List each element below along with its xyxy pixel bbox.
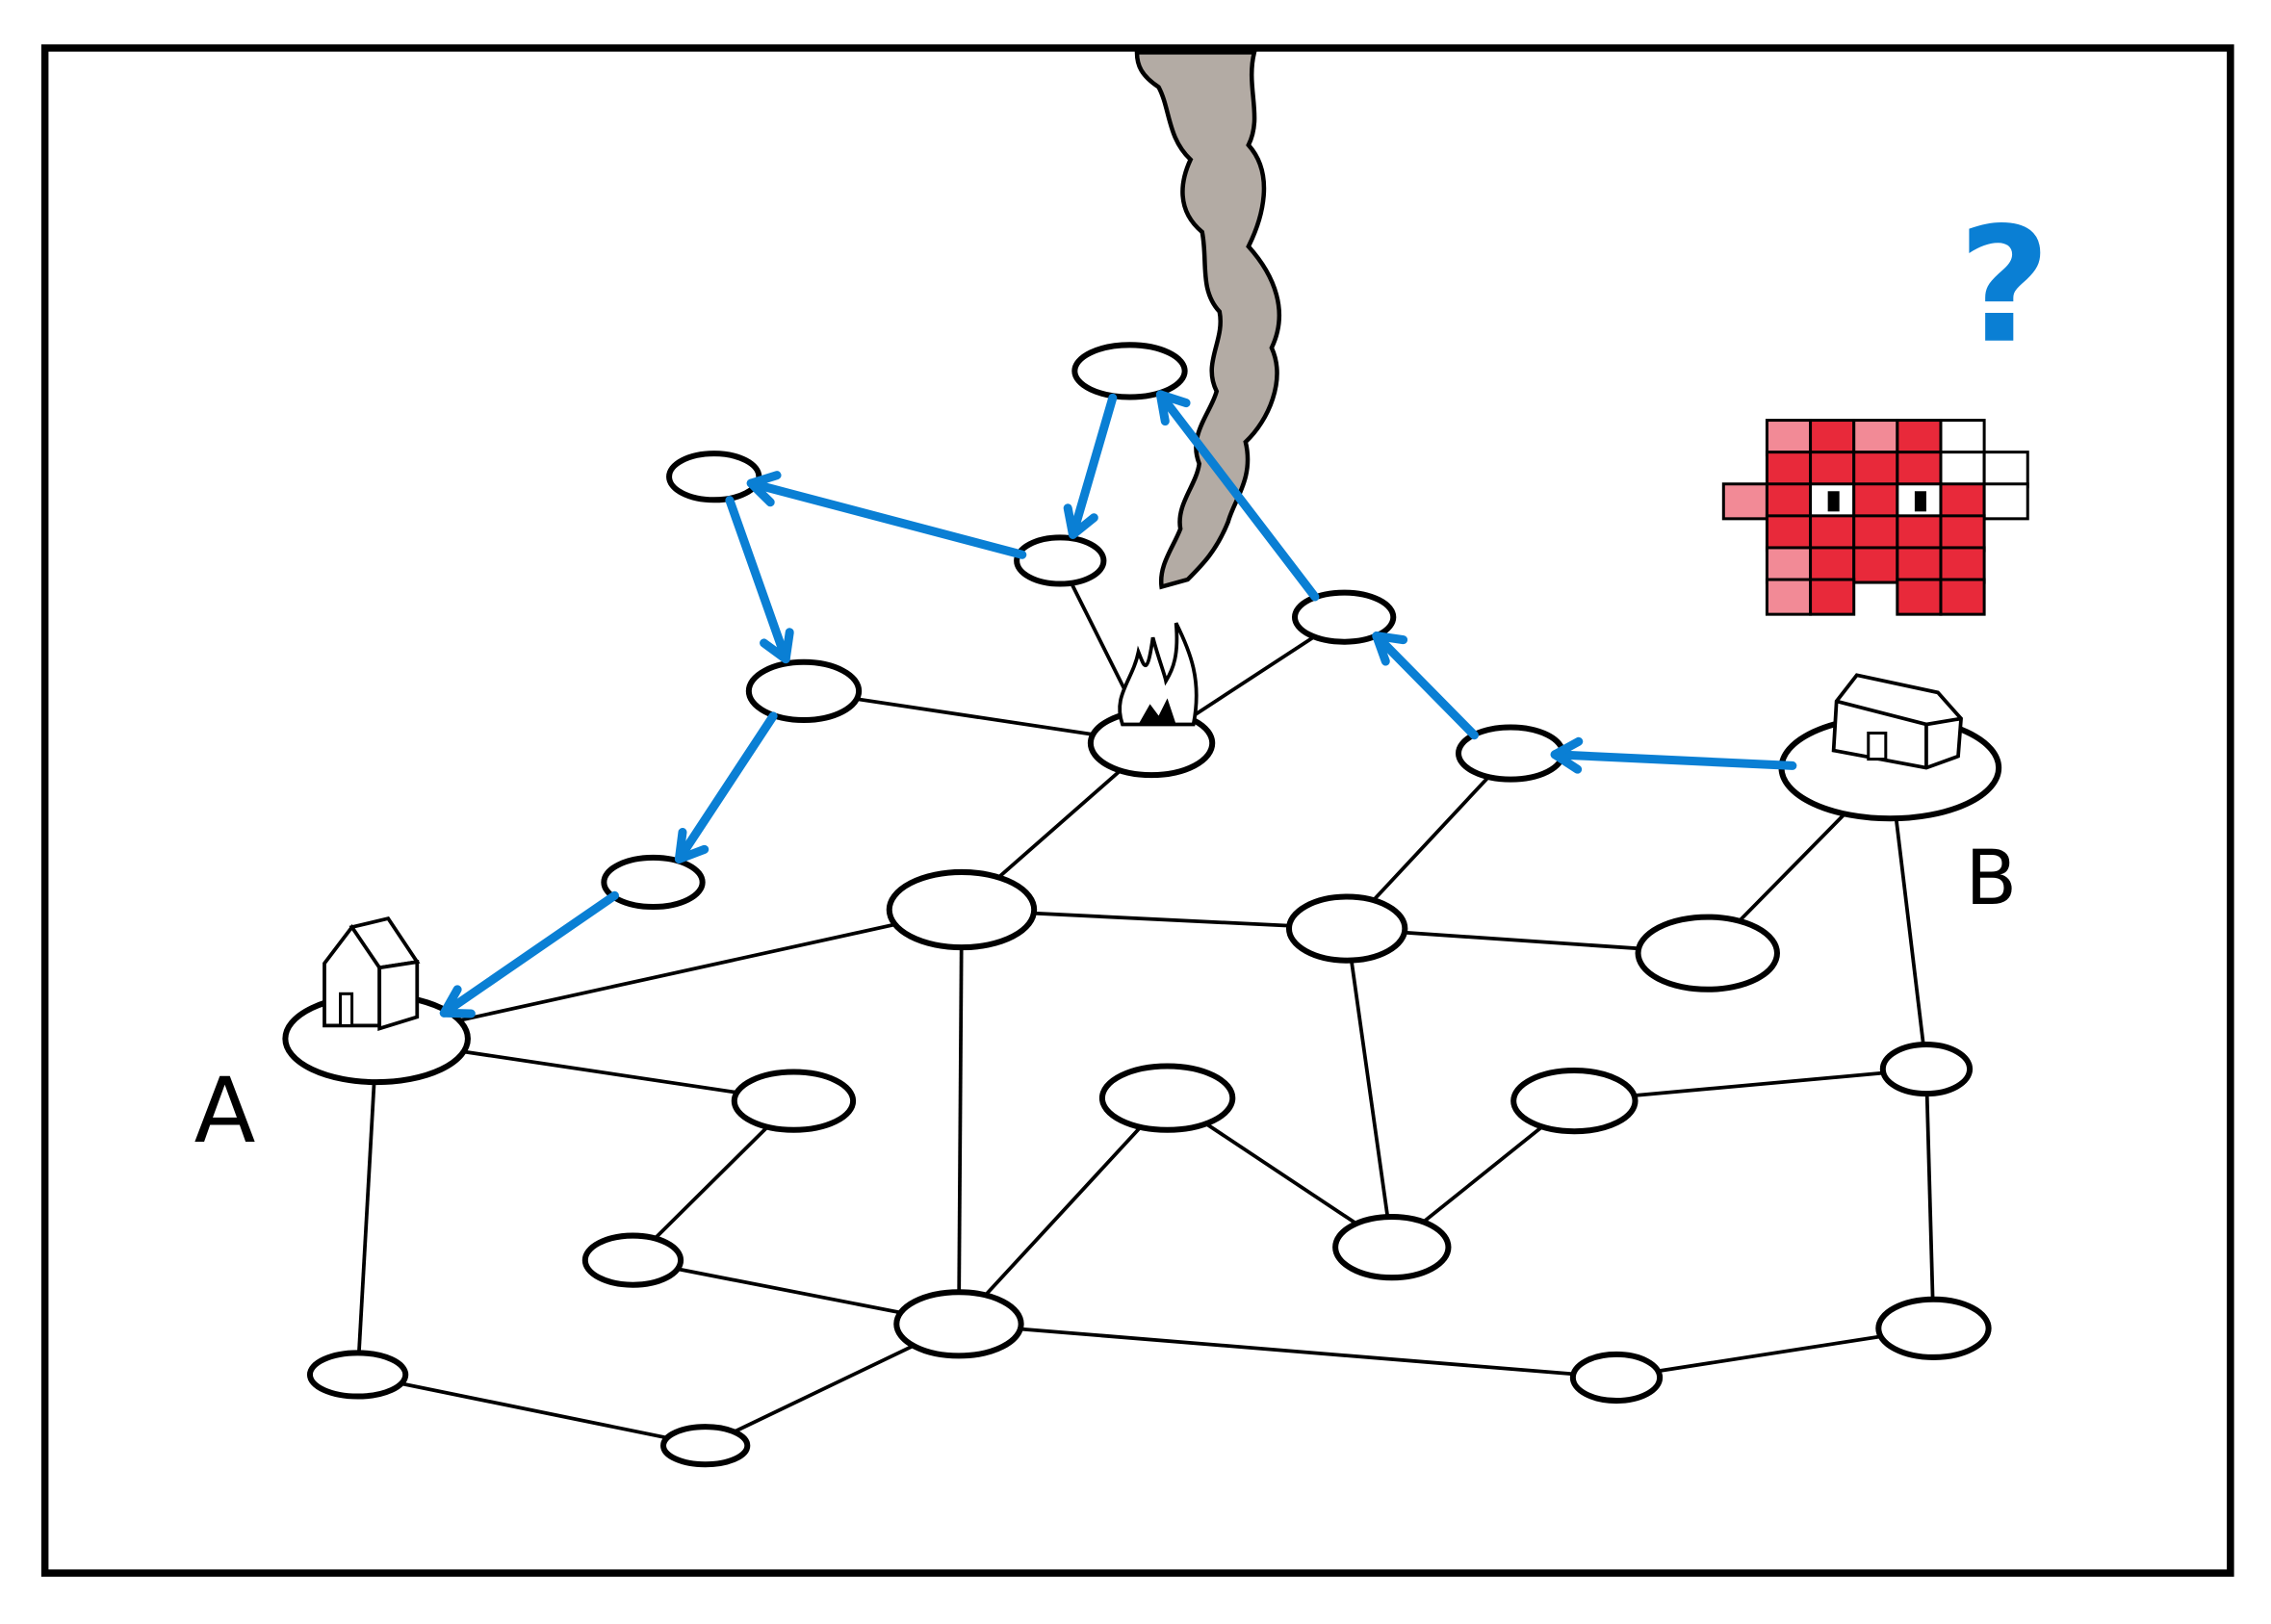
network-node [1071,342,1188,400]
monster-pixel [1809,578,1856,616]
network-node [1014,534,1107,587]
question-mark: ? [1958,193,2051,379]
monster-pixel [1939,451,1986,489]
monster-pixel [1809,514,1856,553]
network-nodes [282,342,2002,1468]
network-node [660,1424,751,1468]
route-arrow [1155,390,1320,602]
node-label-b: B [1966,835,2018,922]
route-arrow [439,890,619,1018]
network-edge [357,1373,707,1448]
network-edge [1924,1069,1936,1328]
network-node [731,1069,857,1133]
network-node [1098,1063,1236,1133]
network-edge [1345,928,1394,1248]
network-edge [355,1038,379,1376]
network-node [581,1232,684,1288]
route-arrow [746,471,1027,559]
frame-border [40,44,2234,1577]
monster-pixel [1809,419,1856,457]
network-node [1291,589,1397,645]
network-node [893,1289,1024,1359]
network-edge [958,1322,1617,1379]
network-edge [957,1096,1169,1326]
monster-pupil [1914,491,1926,512]
node-label-a: A [194,1058,256,1163]
monster-pixel [1852,419,1899,457]
network-node [1879,1041,1974,1097]
network-node [601,854,706,911]
route-arrows [439,390,1797,1018]
house-a-icon [323,915,421,1031]
monster-pixel [1896,578,1943,616]
monster-pixel [1765,482,1813,521]
monster-pixel [1765,514,1813,553]
monster-pixel [1939,546,1986,584]
monster-pixel [1852,482,1899,521]
monster-pixel [1852,451,1899,489]
network-node [1285,893,1408,964]
network-edge [375,908,963,1041]
monster-pixel [1939,514,1986,553]
monster-pixel [1852,514,1899,553]
monster-pixel [1765,546,1813,584]
monster-pixel [1939,482,1986,521]
monster-pixel [1896,546,1943,584]
route-arrow [674,711,778,864]
network-node [1510,1068,1639,1135]
network-edge [957,910,964,1325]
monster-pupil [1827,491,1840,512]
network-node [1635,914,1780,992]
network-node [1332,1213,1452,1281]
network-node [886,868,1038,951]
monster-pixel [1896,451,1943,489]
monster-pixel [1721,482,1768,521]
monster-pixel [1809,546,1856,584]
fire-icon [1118,622,1199,727]
network-node [1569,1351,1664,1405]
monster-pixel [1982,451,2029,489]
monster-pixel [1896,419,1943,457]
monster-pixel [1896,514,1943,553]
monster-pixel [1982,482,2029,521]
route-arrow [725,496,794,664]
route-arrow [1550,736,1797,774]
network-node [666,451,762,503]
route-arrow [1372,632,1479,740]
pixel-monster-icon [1721,419,2029,616]
monster-pixel [1765,451,1813,489]
smoke-plume [1134,50,1281,590]
route-arrow [1063,393,1118,539]
monster-pixel [1765,419,1813,457]
monster-pixel [1852,546,1899,584]
monster-pixel [1939,578,1986,616]
monster-pixel [1809,451,1856,489]
network-node [745,658,863,723]
monster-pixel [1939,419,1986,457]
monster-pixel [1765,578,1813,616]
network-node [1875,1296,1992,1360]
network-node [306,1350,409,1400]
house-b-icon [1831,673,1963,770]
